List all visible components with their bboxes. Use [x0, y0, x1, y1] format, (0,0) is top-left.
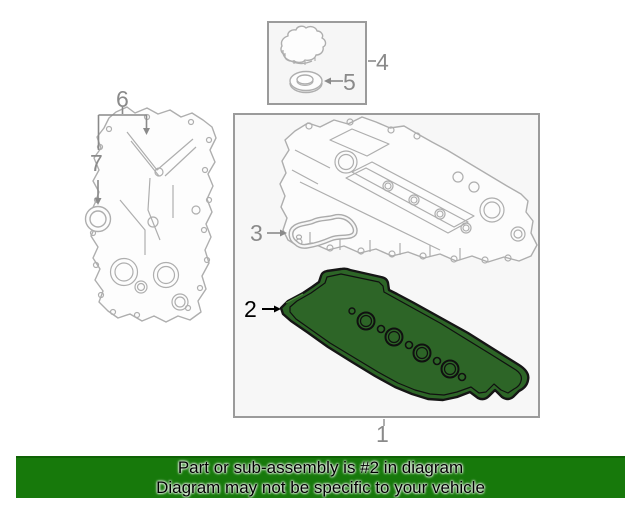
- callout-label-6: 6: [116, 86, 129, 112]
- callout-label-3: 3: [250, 220, 263, 246]
- callout-label-7: 7: [90, 150, 103, 176]
- callout-label-5: 5: [343, 69, 356, 95]
- callout-7-arrowhead: [94, 198, 102, 205]
- callout-6-arrowhead: [143, 128, 150, 135]
- callout-6-7-leaders: [97, 107, 148, 198]
- timing-cover-drawing: [89, 106, 217, 323]
- part-highlight-banner: Part or sub-assembly is #2 in diagram Di…: [16, 456, 625, 498]
- crank-seal-drawing: [84, 205, 112, 233]
- valve-cover-gasket-highlight[interactable]: [279, 267, 530, 402]
- banner-line-1: Part or sub-assembly is #2 in diagram: [177, 458, 464, 477]
- callout-label-2: 2: [244, 296, 257, 322]
- callout-label-1: 1: [376, 421, 389, 447]
- callout-label-4: 4: [376, 49, 389, 75]
- banner-line-2: Diagram may not be specific to your vehi…: [156, 478, 485, 497]
